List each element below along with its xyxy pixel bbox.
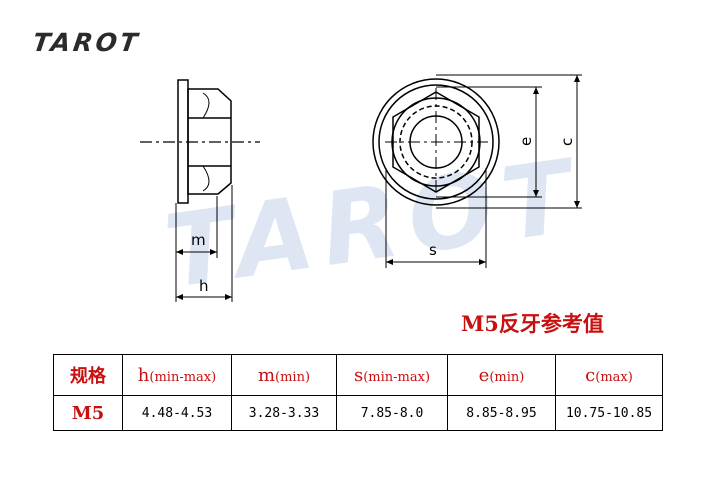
header-cell-h: h(min-max) <box>122 354 232 396</box>
header-unit: (min) <box>275 369 311 385</box>
header-unit: (min-max) <box>149 369 217 385</box>
table-row: M5 4.48-4.53 3.28-3.33 7.85-8.0 8.85-8.9… <box>53 395 663 431</box>
header-unit: (max) <box>595 369 633 385</box>
row-label: M5 <box>71 402 105 424</box>
side-view <box>140 79 260 302</box>
value-cell-h: 4.48-4.53 <box>122 395 232 431</box>
table-header-row: 规格 h(min-max) m(min) s(min-max) e(min) c… <box>53 354 663 396</box>
header-cell-e: e(min) <box>447 354 556 396</box>
dim-label-s: s <box>429 241 437 259</box>
header-sym: e <box>478 364 490 386</box>
header-cell-m: m(min) <box>231 354 337 396</box>
header-cell-s: s(min-max) <box>336 354 448 396</box>
header-label: 规格 <box>70 366 106 387</box>
header-cell-c: c(max) <box>555 354 663 396</box>
header-sym: s <box>353 364 364 386</box>
header-sym: m <box>257 364 276 386</box>
value-cell-m: 3.28-3.33 <box>231 395 337 431</box>
dim-label-e: e <box>517 137 535 146</box>
row-label-cell: M5 <box>53 395 123 431</box>
header-unit: (min) <box>489 369 525 385</box>
spec-table: 规格 h(min-max) m(min) s(min-max) e(min) c… <box>53 354 663 431</box>
value-cell-s: 7.85-8.0 <box>336 395 448 431</box>
header-sym: c <box>585 364 596 386</box>
dim-label-m: m <box>191 231 206 249</box>
header-label-cell: 规格 <box>53 354 123 396</box>
front-view <box>372 74 582 268</box>
header-sym: h <box>137 364 150 386</box>
value-cell-e: 8.85-8.95 <box>447 395 556 431</box>
dim-label-c: c <box>558 138 576 146</box>
header-unit: (min-max) <box>363 369 431 385</box>
dim-label-h: h <box>199 277 209 295</box>
value-cell-c: 10.75-10.85 <box>555 395 663 431</box>
spec-caption: M5反牙参考值 <box>461 311 604 336</box>
